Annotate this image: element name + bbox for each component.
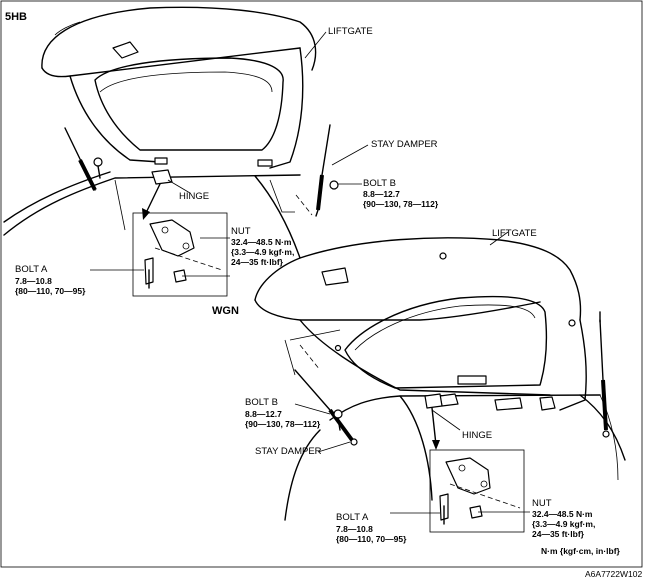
wgn-liftgate-label: LIFTGATE: [492, 228, 537, 239]
hb-nut-spec2: {3.3—4.9 kgf·m,: [231, 247, 295, 257]
wgn-section-title: WGN: [212, 305, 239, 317]
wgn-left-damper: [294, 369, 358, 446]
wgn-bolt-b-spec1: 8.8—12.7: [245, 409, 282, 419]
hb-left-damper: [64, 127, 103, 191]
wgn-bolt-b-label: BOLT B: [245, 397, 278, 408]
hb-nut-spec1: 32.4—48.5 N·m: [231, 237, 292, 247]
hb-bolt-a-spec2: {80—110, 70—95}: [15, 286, 86, 296]
wgn-bolt-a-spec2: {80—110, 70—95}: [336, 534, 407, 544]
hb-bolt-b-spec1: 8.8—12.7: [363, 189, 400, 199]
wgn-nut-label: NUT: [532, 498, 552, 509]
hb-hinge-label: HINGE: [179, 191, 210, 202]
wgn-body-lines: [284, 329, 626, 521]
wgn-nut-spec2: {3.3—4.9 kgf·m,: [532, 519, 596, 529]
wgn-bolt-b-spec2: {90—130, 78—112}: [245, 419, 321, 429]
hb-leaders: [90, 31, 369, 277]
figure-code: A6A7722W102: [585, 569, 643, 579]
wgn-right-damper: [599, 311, 610, 438]
wgn-bolt-a-spec1: 7.8—10.8: [336, 524, 373, 534]
wgn-leaders: [294, 231, 530, 514]
wgn-nut-spec1: 32.4—48.5 N·m: [532, 509, 593, 519]
wgn-hinge: [424, 393, 443, 450]
hb-nut-label: NUT: [231, 226, 251, 237]
hb-liftgate-label: LIFTGATE: [328, 26, 373, 37]
wgn-bolt-a-label: BOLT A: [336, 512, 369, 523]
outer-border: [0, 0, 643, 568]
wgn-stay-damper-label: STAY DAMPER: [255, 446, 322, 457]
hb-inset-box: [132, 212, 228, 297]
hb-bolt-a-label: BOLT A: [15, 264, 48, 275]
wgn-liftgate: [254, 237, 587, 411]
wgn-inset-box: [429, 449, 525, 533]
hb-section-title: 5HB: [5, 11, 28, 23]
hb-bolt-b-spec2: {90—130, 78—112}: [363, 199, 439, 209]
hb-liftgate: [41, 6, 317, 169]
hb-bolt-b-label: BOLT B: [363, 178, 396, 189]
hb-bolt-a-spec1: 7.8—10.8: [15, 276, 52, 286]
wgn-hinge-label: HINGE: [462, 430, 493, 441]
hb-right-damper: [315, 124, 339, 217]
hb-body-lines: [3, 171, 313, 259]
hb-stay-damper-label: STAY DAMPER: [371, 139, 438, 150]
wgn-nut-spec3: 24—35 ft·lbf}: [532, 529, 584, 539]
hb-nut-spec3: 24—35 ft·lbf}: [231, 257, 283, 267]
units-note: N·m {kgf·cm, in·lbf}: [541, 546, 620, 556]
